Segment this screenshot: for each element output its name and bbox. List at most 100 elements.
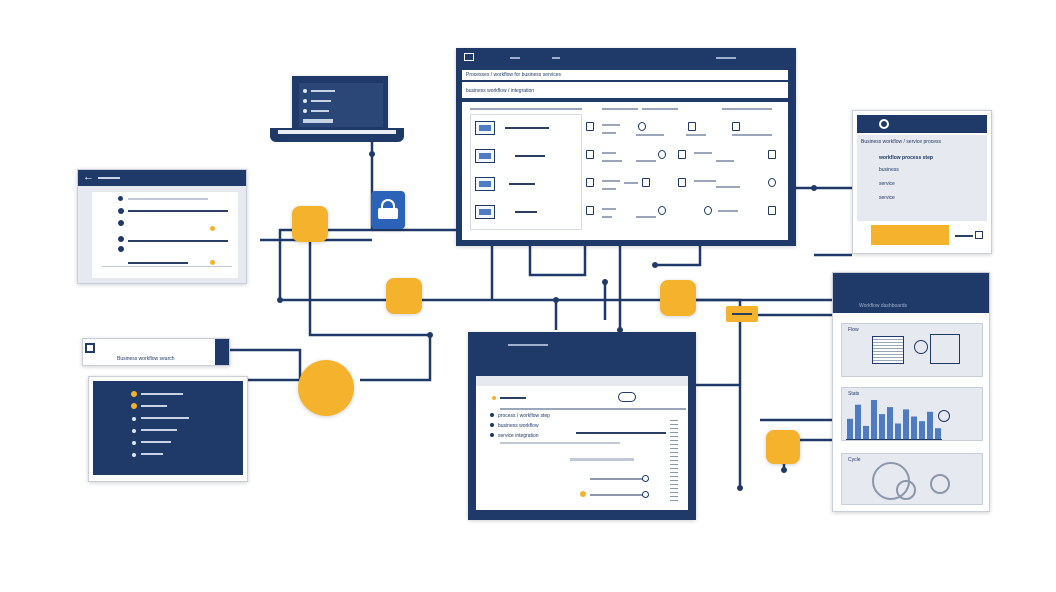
doc-icon	[688, 122, 696, 131]
chart-bar	[887, 407, 893, 440]
chart-bar	[855, 404, 861, 440]
process-node[interactable]	[292, 206, 328, 242]
main-path-text: Processes / workflow for business servic…	[466, 72, 562, 78]
dark-list-body	[93, 381, 243, 475]
right-window-body: Business workflow / service process work…	[857, 135, 987, 221]
bottom-row-2[interactable]: business workflow	[490, 422, 640, 430]
list-item-icon	[475, 177, 495, 191]
gear-icon	[658, 206, 666, 215]
left-window-titlebar: ←	[78, 170, 246, 186]
dashboard-card-stats[interactable]: Stats	[841, 387, 983, 441]
left-window-list	[92, 192, 238, 278]
process-node[interactable]	[660, 280, 696, 316]
chart-bar	[879, 414, 885, 440]
list-item-icon	[475, 121, 495, 135]
dashboard-window: Workflow dashboards Flow Stats Cycle	[832, 272, 990, 512]
doc-icon	[586, 178, 594, 187]
arrow-left-icon: ←	[83, 171, 94, 183]
flow-diagram-icon	[872, 336, 904, 364]
card-title: Flow	[848, 327, 859, 333]
chart-bar	[911, 416, 917, 440]
bottom-row-3[interactable]: service integration	[490, 432, 640, 440]
dashboard-card-flow[interactable]: Flow	[841, 323, 983, 377]
right-window-titlebar	[857, 115, 987, 133]
chart-bar	[847, 418, 853, 440]
chart-bar	[919, 421, 925, 440]
gear-icon	[638, 122, 646, 131]
doc-icon	[586, 122, 594, 131]
doc-stack-icon	[85, 343, 95, 353]
dashboard-card-cycle[interactable]: Cycle	[841, 453, 983, 505]
process-node[interactable]	[386, 278, 422, 314]
bottom-row-2-text: business workflow	[498, 423, 539, 429]
process-node[interactable]	[766, 430, 800, 464]
chart-bar	[895, 423, 901, 440]
right-action-button[interactable]	[871, 225, 949, 245]
doc-icon	[732, 122, 740, 131]
main-window-titlebar	[456, 48, 796, 68]
chart-frame-icon	[930, 334, 960, 364]
right-header-text: Business workflow / service process	[861, 139, 942, 145]
doc-icon	[586, 150, 594, 159]
doc-icon	[678, 178, 686, 187]
side-search-bar[interactable]: Business workflow search	[82, 338, 230, 366]
chart-bar	[903, 409, 909, 440]
bottom-row-3-text: service integration	[498, 433, 539, 439]
main-left-list	[470, 114, 582, 230]
laptop-base	[270, 128, 404, 142]
gear-icon	[704, 206, 712, 215]
right-line-2: business	[879, 167, 899, 173]
gear-icon	[938, 410, 950, 422]
doc-icon	[642, 178, 650, 187]
main-note-strip: business workflow / integration	[462, 82, 788, 98]
toggle-icon[interactable]	[975, 231, 983, 239]
slider-thumb[interactable]	[642, 475, 649, 482]
bottom-window-content: process / workflow step business workflo…	[476, 386, 688, 510]
toggle-icon[interactable]	[618, 392, 636, 402]
main-content	[462, 102, 788, 240]
slider-track[interactable]	[590, 478, 646, 480]
card-title: Cycle	[848, 457, 861, 463]
flag-tag[interactable]	[726, 306, 758, 322]
right-line-3: service	[879, 181, 895, 187]
chart-bar	[863, 425, 869, 440]
main-window: Processes / workflow for business servic…	[456, 48, 796, 246]
bottom-row-1[interactable]: process / workflow step	[490, 412, 640, 420]
dark-list-window	[88, 376, 248, 482]
gear-icon	[930, 474, 950, 494]
laptop-screen	[292, 76, 388, 132]
card-title: Stats	[848, 391, 860, 397]
bottom-window-toolbar	[476, 376, 688, 386]
main-note-text: business workflow / integration	[466, 88, 535, 94]
side-search-text: Business workflow search	[117, 356, 175, 362]
gear-icon	[914, 340, 928, 354]
doc-icon	[586, 206, 594, 215]
right-line-1: workflow process step	[879, 155, 933, 161]
right-info-window: Business workflow / service process work…	[852, 110, 992, 254]
window-icon	[464, 53, 474, 61]
doc-icon	[768, 150, 776, 159]
right-line-3: service	[879, 195, 895, 201]
lock-node[interactable]	[371, 191, 405, 229]
gear-icon	[658, 150, 666, 159]
laptop-display	[299, 83, 383, 127]
list-item-icon	[475, 149, 495, 163]
chart-bar	[935, 428, 941, 440]
left-list-window: ←	[77, 169, 247, 284]
dashboard-header: Workflow dashboards	[833, 273, 989, 313]
scroll-indicator[interactable]	[670, 420, 678, 502]
decision-node-circle[interactable]	[298, 360, 354, 416]
dashboard-header-text: Workflow dashboards	[859, 303, 907, 309]
gear-icon	[879, 119, 889, 129]
slider-thumb[interactable]	[642, 491, 649, 498]
doc-icon	[768, 206, 776, 215]
list-item-icon	[475, 205, 495, 219]
chart-bar	[927, 411, 933, 440]
slider-track[interactable]	[590, 494, 646, 496]
chart-bar	[871, 400, 877, 440]
bottom-window: process / workflow step business workflo…	[468, 332, 696, 520]
bottom-row-1-text: process / workflow step	[498, 413, 550, 419]
bar-chart	[846, 400, 942, 440]
main-address-bar[interactable]: Processes / workflow for business servic…	[462, 70, 788, 80]
